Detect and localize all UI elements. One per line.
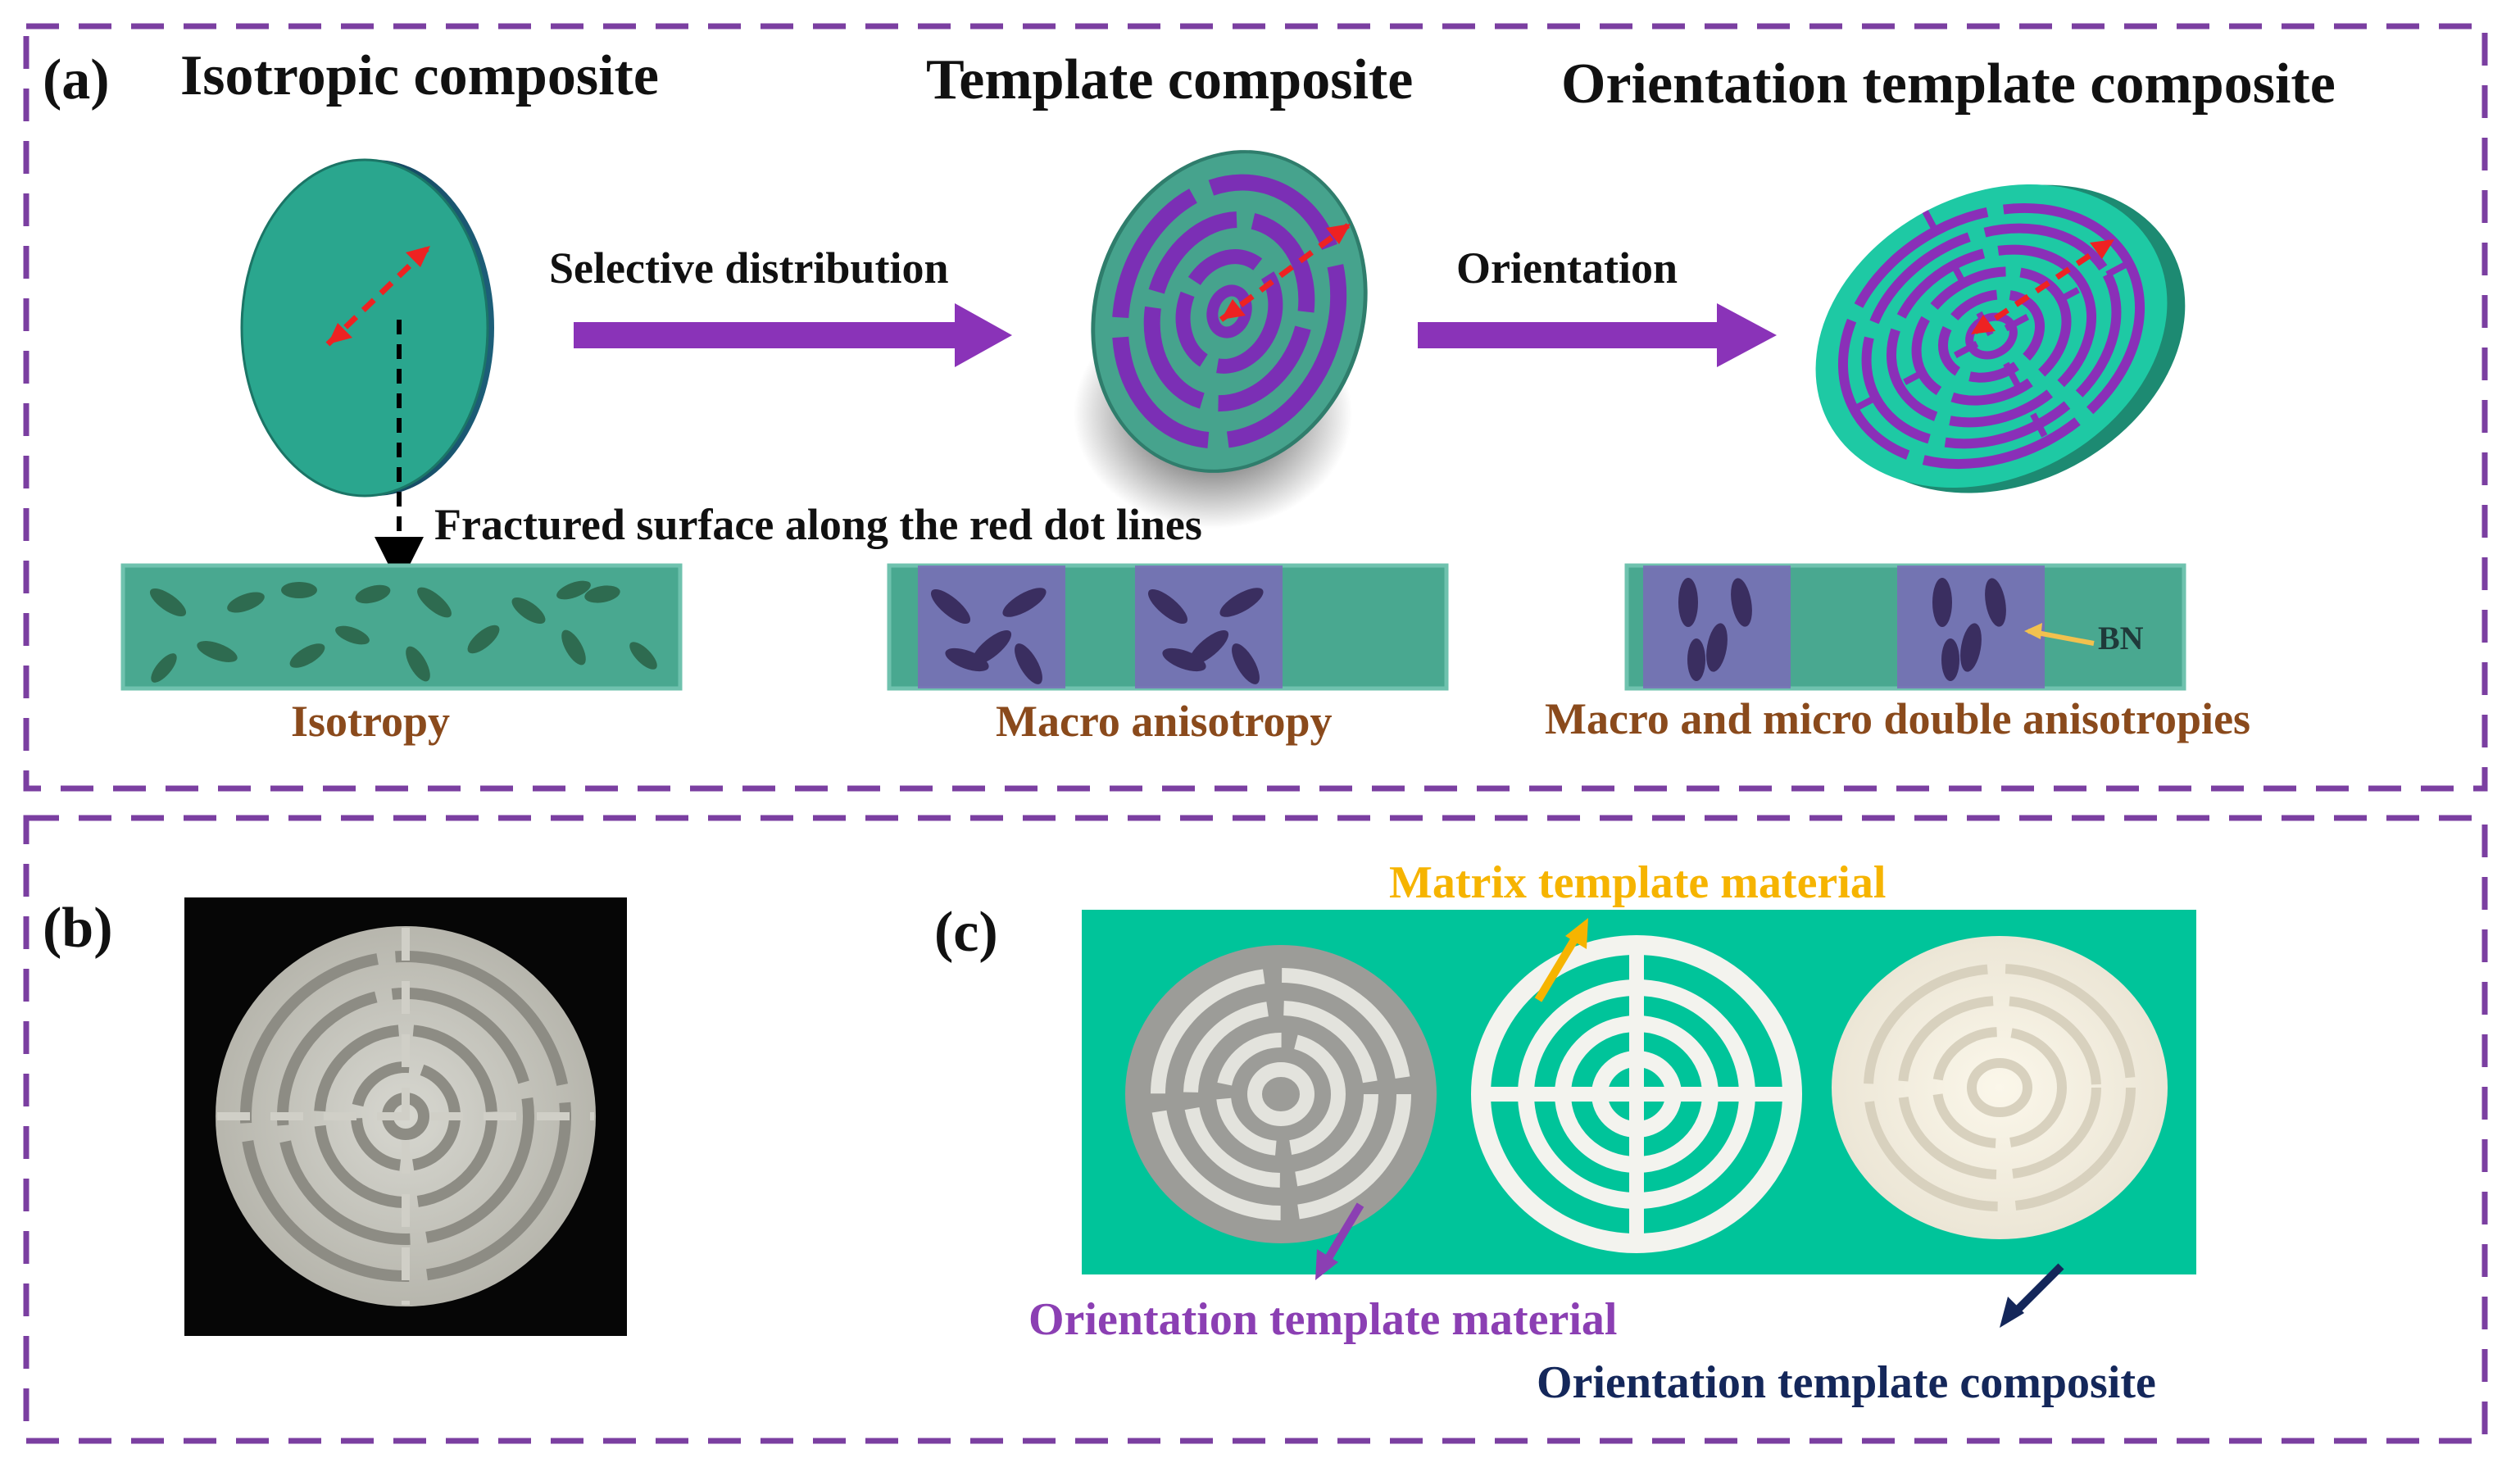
- label-macro-anisotropy: Macro anisotropy: [996, 697, 1332, 746]
- orientation-template-composite-disk-photo: [1832, 936, 2168, 1239]
- cross-section-macro-anisotropy: [887, 563, 1449, 691]
- red-dashed-line-template: [1219, 223, 1351, 322]
- title-template-composite: Template composite: [926, 48, 1413, 111]
- isotropic-disk: [240, 158, 494, 497]
- panel-bc-frame: [23, 815, 2488, 1444]
- process-arrow-1: [574, 303, 1012, 367]
- matrix-template-material-disk: [1471, 935, 1802, 1253]
- orientation-template-material-disk: [1125, 945, 1437, 1243]
- red-arrowhead: [1221, 299, 1246, 320]
- panel-c-label: (c): [934, 901, 998, 964]
- label-double-anisotropy: Macro and micro double anisotropies: [1545, 694, 2250, 743]
- arrow-label-orientation: Orientation: [1456, 243, 1678, 293]
- red-arrowhead: [328, 323, 352, 344]
- fracture-note: Fractured surface along the red dot line…: [434, 500, 1202, 549]
- panel-b-label: (b): [43, 897, 113, 960]
- label-matrix-template-material: Matrix template material: [1389, 857, 1886, 908]
- red-arrowhead: [1971, 315, 1996, 334]
- orientation-template-composite-disk: [1815, 184, 2186, 493]
- title-orientation-template-composite: Orientation template composite: [1561, 52, 2336, 116]
- cross-section-double-anisotropy: [1624, 563, 2186, 691]
- label-bn: BN: [2098, 620, 2144, 656]
- label-isotropy: Isotropy: [291, 697, 450, 746]
- process-arrow-2: [1418, 303, 1777, 367]
- arrow-label-selective-distribution: Selective distribution: [549, 243, 948, 293]
- red-arrowhead: [2090, 239, 2114, 259]
- panel-a-label: (a): [43, 48, 110, 111]
- title-isotropic-composite: Isotropic composite: [180, 44, 659, 107]
- photo-c-materials: [1082, 910, 2196, 1328]
- fracture-arrowhead: [386, 551, 412, 574]
- cross-section-isotropy: [120, 563, 683, 691]
- panel-a-frame: [23, 23, 2488, 792]
- photo-b-printed-disk: [184, 897, 627, 1336]
- red-dashed-line-orientation: [1973, 239, 2112, 334]
- red-arrowhead: [406, 246, 430, 267]
- label-orientation-template-material: Orientation template material: [1028, 1294, 1617, 1345]
- red-arrowhead: [1326, 224, 1351, 244]
- label-orientation-template-composite: Orientation template composite: [1537, 1357, 2156, 1408]
